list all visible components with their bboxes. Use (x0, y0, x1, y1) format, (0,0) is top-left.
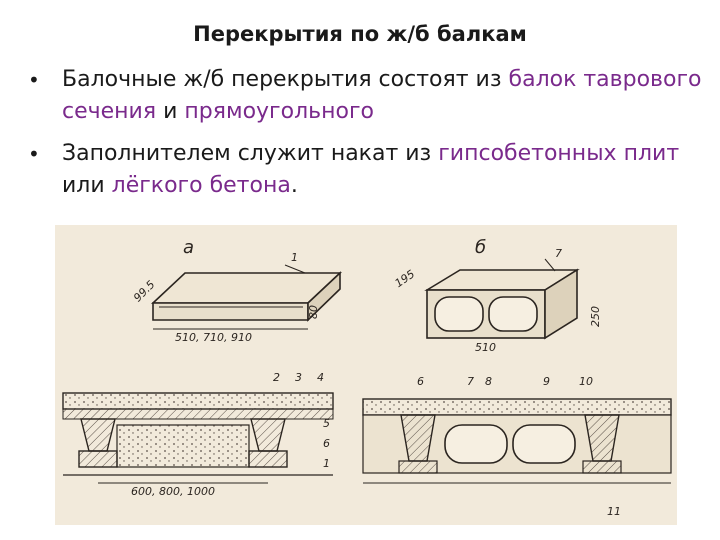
panel-a-label: а (183, 237, 194, 258)
callout-10: 10 (579, 375, 593, 388)
callout-2: 2 (273, 371, 280, 384)
bullet-marker: • (28, 68, 40, 92)
callout-6-right: 6 (417, 375, 424, 388)
slab-b-dim-height: 250 (589, 306, 602, 327)
slab-a-dim-width: 99.5 (131, 278, 158, 305)
slab-a-dim-length: 510, 710, 910 (175, 331, 252, 344)
bullet-text: Заполнителем служит накат из гипсобетонн… (24, 138, 704, 202)
bullet-text-part: Балочные ж/б перекрытия состоят из (62, 67, 509, 92)
panel-b-label: б (475, 237, 486, 258)
floor-construction-drawing: а 1 99.5 80 510, 710, 910 б 7 195 250 51… (55, 225, 677, 525)
bullet-highlight: прямоугольного (184, 99, 374, 124)
callout-4: 4 (317, 371, 324, 384)
drawing-svg: а 1 99.5 80 510, 710, 910 б 7 195 250 51… (62, 237, 672, 518)
section-left-drawing: 600, 800, 1000 2 3 4 5 6 1 (62, 371, 334, 498)
bullet-text-part: Заполнителем служит накат из (62, 141, 439, 166)
page-title: Перекрытия по ж/б балкам (193, 22, 527, 46)
callout-1: 1 (323, 457, 330, 470)
bullet-text-part: . (290, 173, 298, 198)
slab-a-callout: 1 (291, 251, 298, 264)
slab-b-dim-length: 510 (475, 341, 496, 354)
callout-6: 6 (323, 437, 330, 450)
bullet-text: Балочные ж/б перекрытия состоят из балок… (24, 64, 704, 128)
section-right-drawing: 6 7 8 9 10 11 (362, 375, 672, 518)
slab-a-drawing: а 1 99.5 80 510, 710, 910 (131, 237, 343, 344)
bullet-highlight: лёгкого бетона (111, 173, 291, 198)
callout-9: 9 (543, 375, 550, 388)
slab-b-callout: 7 (555, 247, 562, 260)
slab-a-dim-height: 80 (307, 305, 320, 319)
bullet-highlight: балок таврового сечения (62, 67, 702, 124)
callout-8: 8 (485, 375, 492, 388)
slab-b-drawing: б 7 195 250 510 (393, 237, 602, 354)
section-left-dim-span: 600, 800, 1000 (131, 485, 215, 498)
bullet-list: • Балочные ж/б перекрытия состоят из бал… (24, 64, 704, 212)
callout-11: 11 (607, 505, 621, 518)
bullet-highlight: гипсобетонных плит (438, 141, 680, 166)
bullet-text-part: и (156, 99, 185, 124)
bullet-marker: • (28, 142, 40, 166)
callout-5: 5 (323, 417, 330, 430)
bullet-text-part: или (62, 173, 112, 198)
callout-3: 3 (295, 371, 302, 384)
slab-b-dim-width: 195 (393, 267, 418, 290)
bullet-item-beams: • Балочные ж/б перекрытия состоят из бал… (24, 64, 704, 128)
bullet-item-filler: • Заполнителем служит накат из гипсобето… (24, 138, 704, 202)
callout-7: 7 (467, 375, 474, 388)
